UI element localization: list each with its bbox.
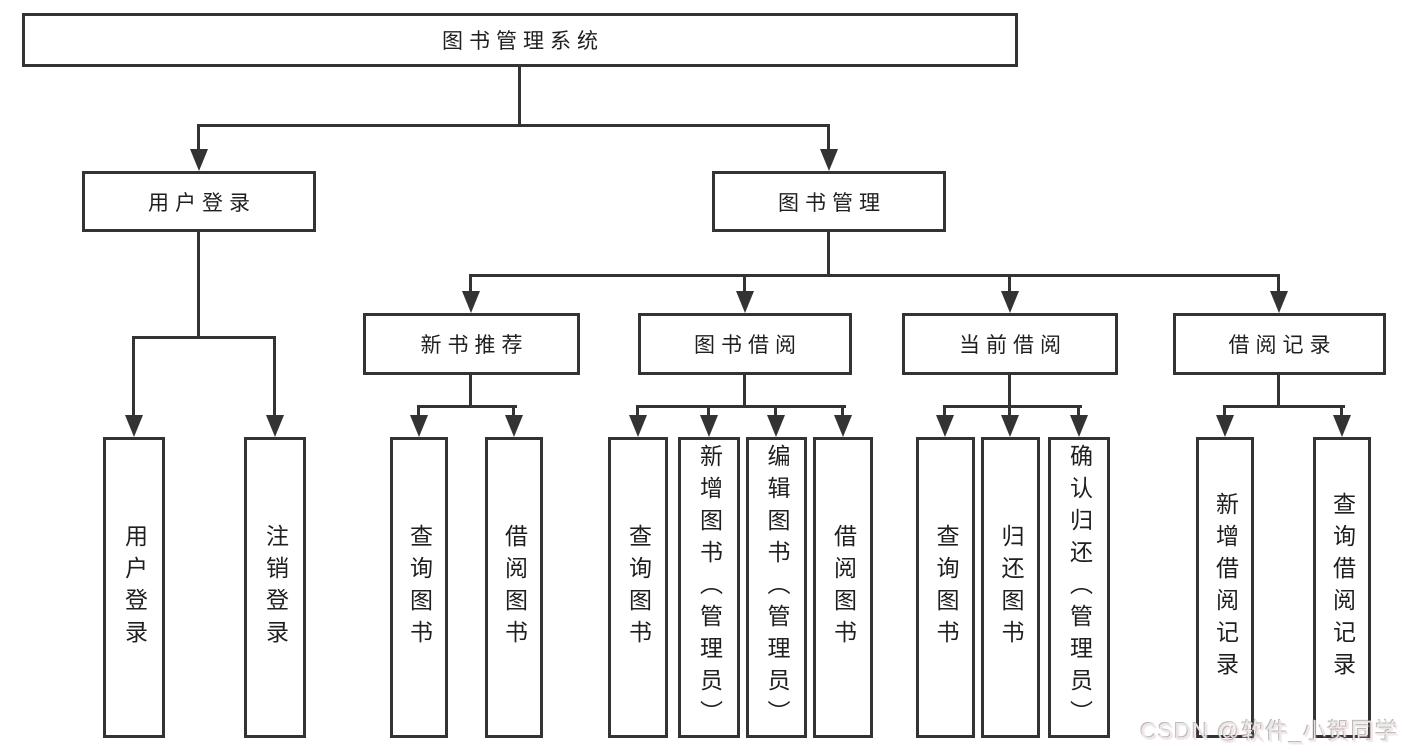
arrowhead-icon <box>767 415 785 437</box>
arrowhead-icon <box>1333 415 1351 437</box>
arrowhead-icon <box>505 415 523 437</box>
connector-line <box>417 405 420 417</box>
connector-line <box>841 405 844 417</box>
node-label: 图书管理 <box>778 191 886 215</box>
connector-line <box>1223 405 1226 417</box>
arrowhead-icon <box>736 291 754 313</box>
connector-line <box>774 405 777 417</box>
arrowhead-icon <box>410 415 428 437</box>
arrowhead-icon <box>1001 291 1019 313</box>
connector-line <box>197 124 200 152</box>
arrowhead-icon <box>1270 291 1288 313</box>
leaf-label: 查询图书 <box>406 523 433 652</box>
arrowhead-icon <box>1216 415 1234 437</box>
connector-line <box>518 67 521 124</box>
arrowhead-icon <box>462 291 480 313</box>
node-current-borrowing: 当前借阅 <box>902 313 1118 375</box>
arrowhead-icon <box>936 415 954 437</box>
connector-line <box>636 405 639 417</box>
leaf-add-borrow-record: 新增借阅记录 <box>1196 437 1254 738</box>
arrowhead-icon <box>700 415 718 437</box>
arrowhead-icon <box>1070 415 1088 437</box>
leaf-query-borrow-record: 查询借阅记录 <box>1313 437 1371 738</box>
leaf-label: 确认归还（管理员） <box>1066 443 1093 732</box>
leaf-edit-book-admin: 编辑图书（管理员） <box>746 437 807 738</box>
connector-line <box>132 336 276 339</box>
connector-line <box>1008 405 1011 417</box>
leaf-label: 新增借阅记录 <box>1212 491 1239 684</box>
arrowhead-icon <box>266 415 284 437</box>
leaf-logout: 注销登录 <box>244 437 306 738</box>
leaf-query-books-recommend: 查询图书 <box>390 437 448 738</box>
connector-line <box>1340 405 1343 417</box>
leaf-user-login: 用户登录 <box>103 437 165 738</box>
leaf-label: 查询图书 <box>625 523 652 652</box>
connector-line <box>743 375 746 405</box>
connector-line <box>197 232 200 336</box>
csdn-watermark: CSDN @软件_小贺同学 <box>1140 718 1399 744</box>
connector-line <box>469 375 472 405</box>
leaf-query-books-borrowing: 查询图书 <box>608 437 668 738</box>
node-label: 图书借阅 <box>694 334 802 357</box>
connector-line <box>512 405 515 417</box>
leaf-label: 用户登录 <box>121 523 148 652</box>
node-user-login: 用户登录 <box>82 171 316 232</box>
leaf-add-book-admin: 新增图书（管理员） <box>678 437 740 738</box>
leaf-label: 编辑图书（管理员） <box>764 443 790 732</box>
connector-line <box>1277 375 1280 405</box>
connector-line <box>1223 405 1345 408</box>
leaf-return-books: 归还图书 <box>981 437 1040 738</box>
leaf-label: 归还图书 <box>998 523 1024 652</box>
node-book-borrowing: 图书借阅 <box>638 313 852 375</box>
node-label: 新书推荐 <box>420 334 529 357</box>
connector-line <box>636 405 846 408</box>
connector-line <box>943 405 1082 408</box>
connector-line <box>1008 274 1011 293</box>
arrowhead-icon <box>125 415 143 437</box>
leaf-label: 查询借阅记录 <box>1329 491 1356 684</box>
leaf-borrow-books-borrowing: 借阅图书 <box>813 437 873 738</box>
connector-line <box>707 405 710 417</box>
leaf-label: 注销登录 <box>262 523 289 652</box>
connector-line <box>1077 405 1080 417</box>
connector-line <box>943 405 946 417</box>
leaf-query-books-current: 查询图书 <box>916 437 975 738</box>
leaf-label: 新增图书（管理员） <box>696 443 723 732</box>
node-label: 用户登录 <box>148 191 256 215</box>
node-book-management: 图书管理 <box>712 171 946 232</box>
connector-line <box>273 336 276 417</box>
node-library-management-system: 图书管理系统 <box>22 13 1018 67</box>
connector-line <box>469 274 1280 277</box>
arrowhead-icon <box>1001 415 1019 437</box>
node-new-book-recommendation: 新书推荐 <box>363 313 580 375</box>
connector-line <box>197 124 830 127</box>
connector-line <box>417 405 517 408</box>
connector-line <box>1008 375 1011 405</box>
connector-line <box>827 124 830 152</box>
node-label: 借阅记录 <box>1228 334 1337 357</box>
connector-line <box>132 336 135 417</box>
leaf-label: 借阅图书 <box>830 523 857 652</box>
leaf-confirm-return-admin: 确认归还（管理员） <box>1048 437 1110 738</box>
leaf-label: 查询图书 <box>933 523 959 652</box>
node-borrowing-records: 借阅记录 <box>1173 313 1386 375</box>
connector-line <box>827 232 830 274</box>
arrowhead-icon <box>629 415 647 437</box>
arrowhead-icon <box>834 415 852 437</box>
connector-line <box>469 274 472 293</box>
leaf-label: 借阅图书 <box>501 523 528 652</box>
arrowhead-icon <box>190 149 208 171</box>
leaf-borrow-books-recommend: 借阅图书 <box>485 437 543 738</box>
node-label: 当前借阅 <box>959 334 1067 357</box>
connector-line <box>743 274 746 293</box>
node-label: 图书管理系统 <box>442 30 604 53</box>
arrowhead-icon <box>820 149 838 171</box>
connector-line <box>1277 274 1280 293</box>
